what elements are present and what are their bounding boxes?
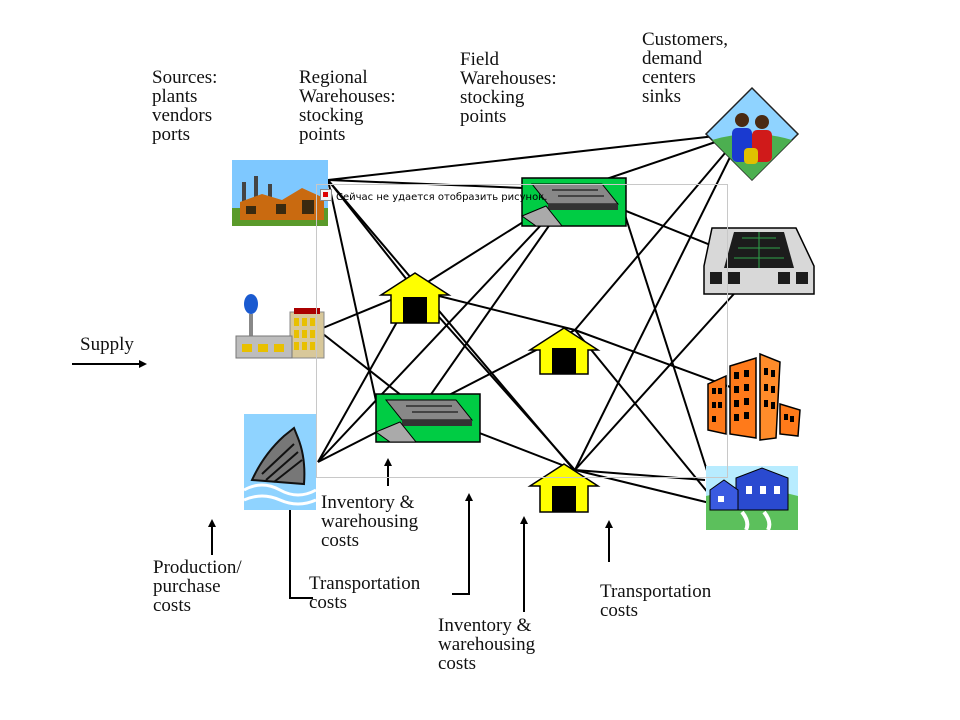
warehouse-arrow-icon (527, 463, 601, 513)
cost-arrows (72, 360, 613, 612)
field-warehouses-heading: Field Warehouses: stocking points (460, 49, 557, 127)
mall-icon (703, 227, 815, 295)
inventory-cost-bottom-arrow (452, 493, 473, 595)
warehouse-building-icon (374, 393, 481, 443)
sources-heading: Sources: plants vendors ports (152, 67, 218, 145)
production-cost-label: Production/ purchase costs (153, 557, 242, 616)
ship-icon (243, 414, 317, 510)
customers-heading: Customers, demand centers sinks (642, 29, 729, 107)
transport-cost-right-label: Transportation costs (600, 581, 712, 621)
inventory-cost-top-label: Inventory & warehousing costs (321, 492, 419, 551)
warehouse-arrow-icon (527, 327, 601, 375)
supply-label: Supply (80, 334, 134, 355)
city-icon (707, 352, 801, 441)
factory-icon (232, 160, 328, 226)
plant-water-tower-icon (235, 294, 325, 359)
broken-image-text: Сейчас не удается отобразить рисунок. (336, 192, 548, 203)
town-icon (706, 466, 798, 531)
inventory-cost-bottom-label: Inventory & warehousing costs (438, 615, 536, 674)
warehouse-building-icon (520, 177, 627, 227)
broken-image-icon (320, 189, 332, 201)
transport-cost-left-label: Transportation costs (309, 573, 421, 613)
regional-warehouses-heading: Regional Warehouses: stocking points (299, 67, 396, 145)
warehouse-arrow-icon (378, 272, 452, 324)
broken-image-frame (316, 184, 728, 478)
family-icon (704, 86, 800, 182)
broken-image-message: Сейчас не удается отобразить рисунок. (320, 189, 547, 204)
transport-cost-left-arrow (286, 493, 313, 599)
